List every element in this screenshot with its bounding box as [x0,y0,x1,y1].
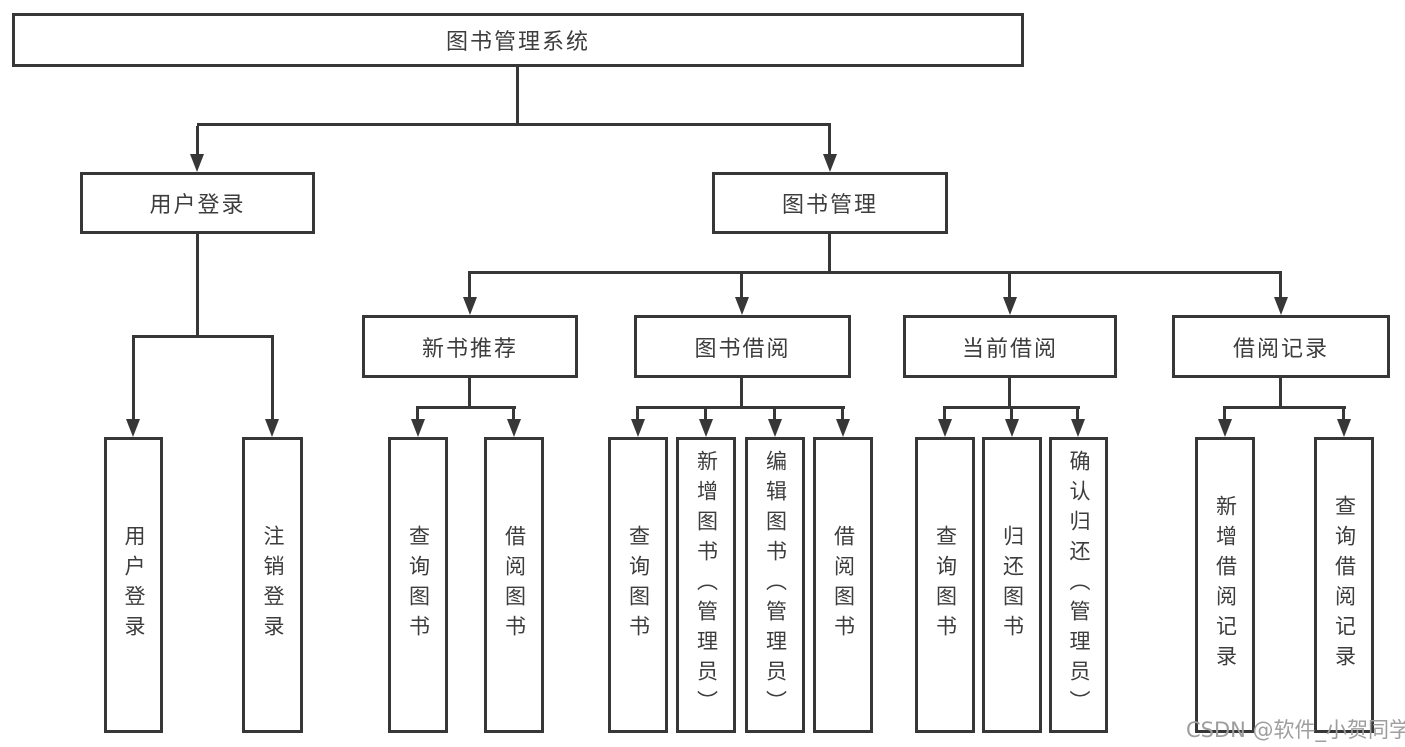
node-book-borrowing-label: 图书借阅 [694,336,791,362]
arrow-edit-books [768,419,782,437]
arrow-borrowing-records [1274,297,1288,315]
node-user-login: 用户登录 [80,172,315,234]
leaf-add-books-admin: 新增图书（管理员） [676,437,736,733]
arrow-add-record [1218,419,1232,437]
node-book-borrowing: 图书借阅 [634,315,851,378]
arrow-borrow-books [836,419,850,437]
connector-drop-current-borrowing [1008,274,1011,297]
connector-recommend-splitter [416,406,516,409]
leaf-confirm-return-admin: 确认归还（管理员） [1049,437,1108,733]
leaf-logout: 注销登录 [242,437,303,733]
connector-borrowing-stem [740,378,743,408]
connector-drop-query-record [1342,409,1345,420]
arrow-query-current [938,419,952,437]
arrow-query-borrowing [631,419,645,437]
arrow-book-management [823,154,837,172]
leaf-user-login: 用户登录 [104,437,163,733]
arrow-borrow-recommend [507,419,521,437]
leaf-return-books: 归还图书 [982,437,1042,733]
connector-current-stem [1008,378,1011,408]
connector-current-splitter [943,406,1080,409]
node-new-book-recommendation-label: 新书推荐 [421,336,518,362]
connector-user-login-splitter [132,335,274,338]
leaf-edit-books-admin-label: 编辑图书（管理员） [763,450,788,720]
connector-book-management-stem [828,234,831,271]
arrow-book-borrowing [735,297,749,315]
node-borrowing-records: 借阅记录 [1172,315,1390,378]
node-book-management-label: 图书管理 [781,193,878,218]
connector-records-splitter [1223,406,1346,409]
arrow-current-borrowing [1003,297,1017,315]
leaf-user-login-label: 用户登录 [122,525,146,645]
arrow-query-recommend [411,419,425,437]
connector-drop-add-books [704,409,707,420]
arrow-leaf-logout [265,419,279,437]
connector-drop-borrow-recommend [512,409,515,420]
node-user-login-label: 用户登录 [149,193,246,218]
leaf-logout-label: 注销登录 [261,525,285,645]
connector-drop-leaf-logout [271,338,274,419]
connector-borrowing-splitter [636,406,845,409]
node-library-system: 图书管理系统 [12,13,1024,67]
arrow-return-books [1005,419,1019,437]
leaf-query-books-recommend-label: 查询图书 [406,525,431,645]
leaf-add-borrow-record-label: 新增借阅记录 [1213,495,1238,675]
leaf-query-books-borrowing-label: 查询图书 [626,525,651,645]
arrow-user-login [190,154,204,172]
leaf-borrow-books-label: 借阅图书 [831,525,856,645]
connector-user-login-stem [196,234,199,335]
leaf-borrow-books: 借阅图书 [813,437,873,733]
arrow-new-book-recommendation [463,297,477,315]
leaf-borrow-books-recommend: 借阅图书 [484,437,544,733]
connector-drop-borrowing-records [1279,274,1282,297]
leaf-edit-books-admin: 编辑图书（管理员） [745,437,805,733]
connector-drop-return-books [1010,409,1013,420]
node-current-borrowing-label: 当前借阅 [961,336,1058,362]
node-current-borrowing: 当前借阅 [903,315,1117,378]
connector-drop-leaf-user-login [132,338,135,419]
connector-drop-query-borrowing [636,409,639,420]
connector-drop-add-record [1223,409,1226,420]
leaf-confirm-return-admin-label: 确认归还（管理员） [1067,450,1091,720]
connector-level1-splitter [197,123,831,126]
leaf-return-books-label: 归还图书 [1000,525,1025,645]
arrow-leaf-user-login [126,419,140,437]
arrow-confirm-return [1071,419,1085,437]
leaf-query-borrow-record: 查询借阅记录 [1314,437,1374,733]
connector-drop-book-management [828,126,831,154]
arrow-add-books [699,419,713,437]
connector-drop-book-borrowing [740,274,743,297]
connector-drop-borrow-books [841,409,844,420]
leaf-query-borrow-record-label: 查询借阅记录 [1332,495,1357,675]
connector-drop-edit-books [773,409,776,420]
node-new-book-recommendation: 新书推荐 [362,315,578,378]
connector-records-stem [1279,378,1282,408]
connector-recommend-stem [468,378,471,408]
connector-drop-user-login [196,126,199,154]
node-borrowing-records-label: 借阅记录 [1232,336,1329,362]
leaf-borrow-books-recommend-label: 借阅图书 [502,525,527,645]
connector-root-stem [516,67,519,123]
csdn-watermark: CSDN @软件_小贺同学 [1186,718,1405,742]
connector-drop-new-book-recommendation [468,274,471,297]
leaf-query-books-borrowing: 查询图书 [608,437,668,733]
connector-drop-confirm-return [1076,409,1079,420]
node-book-management: 图书管理 [712,172,948,234]
connector-level3-splitter [468,271,1282,274]
arrow-query-record [1337,419,1351,437]
connector-drop-query-recommend [416,409,419,420]
leaf-query-books-current-label: 查询图书 [933,525,958,645]
connector-drop-query-current [943,409,946,420]
leaf-query-books-recommend: 查询图书 [388,437,448,733]
leaf-add-borrow-record: 新增借阅记录 [1195,437,1255,733]
leaf-add-books-admin-label: 新增图书（管理员） [694,450,719,720]
node-library-system-label: 图书管理系统 [445,30,590,55]
leaf-query-books-current: 查询图书 [915,437,975,733]
